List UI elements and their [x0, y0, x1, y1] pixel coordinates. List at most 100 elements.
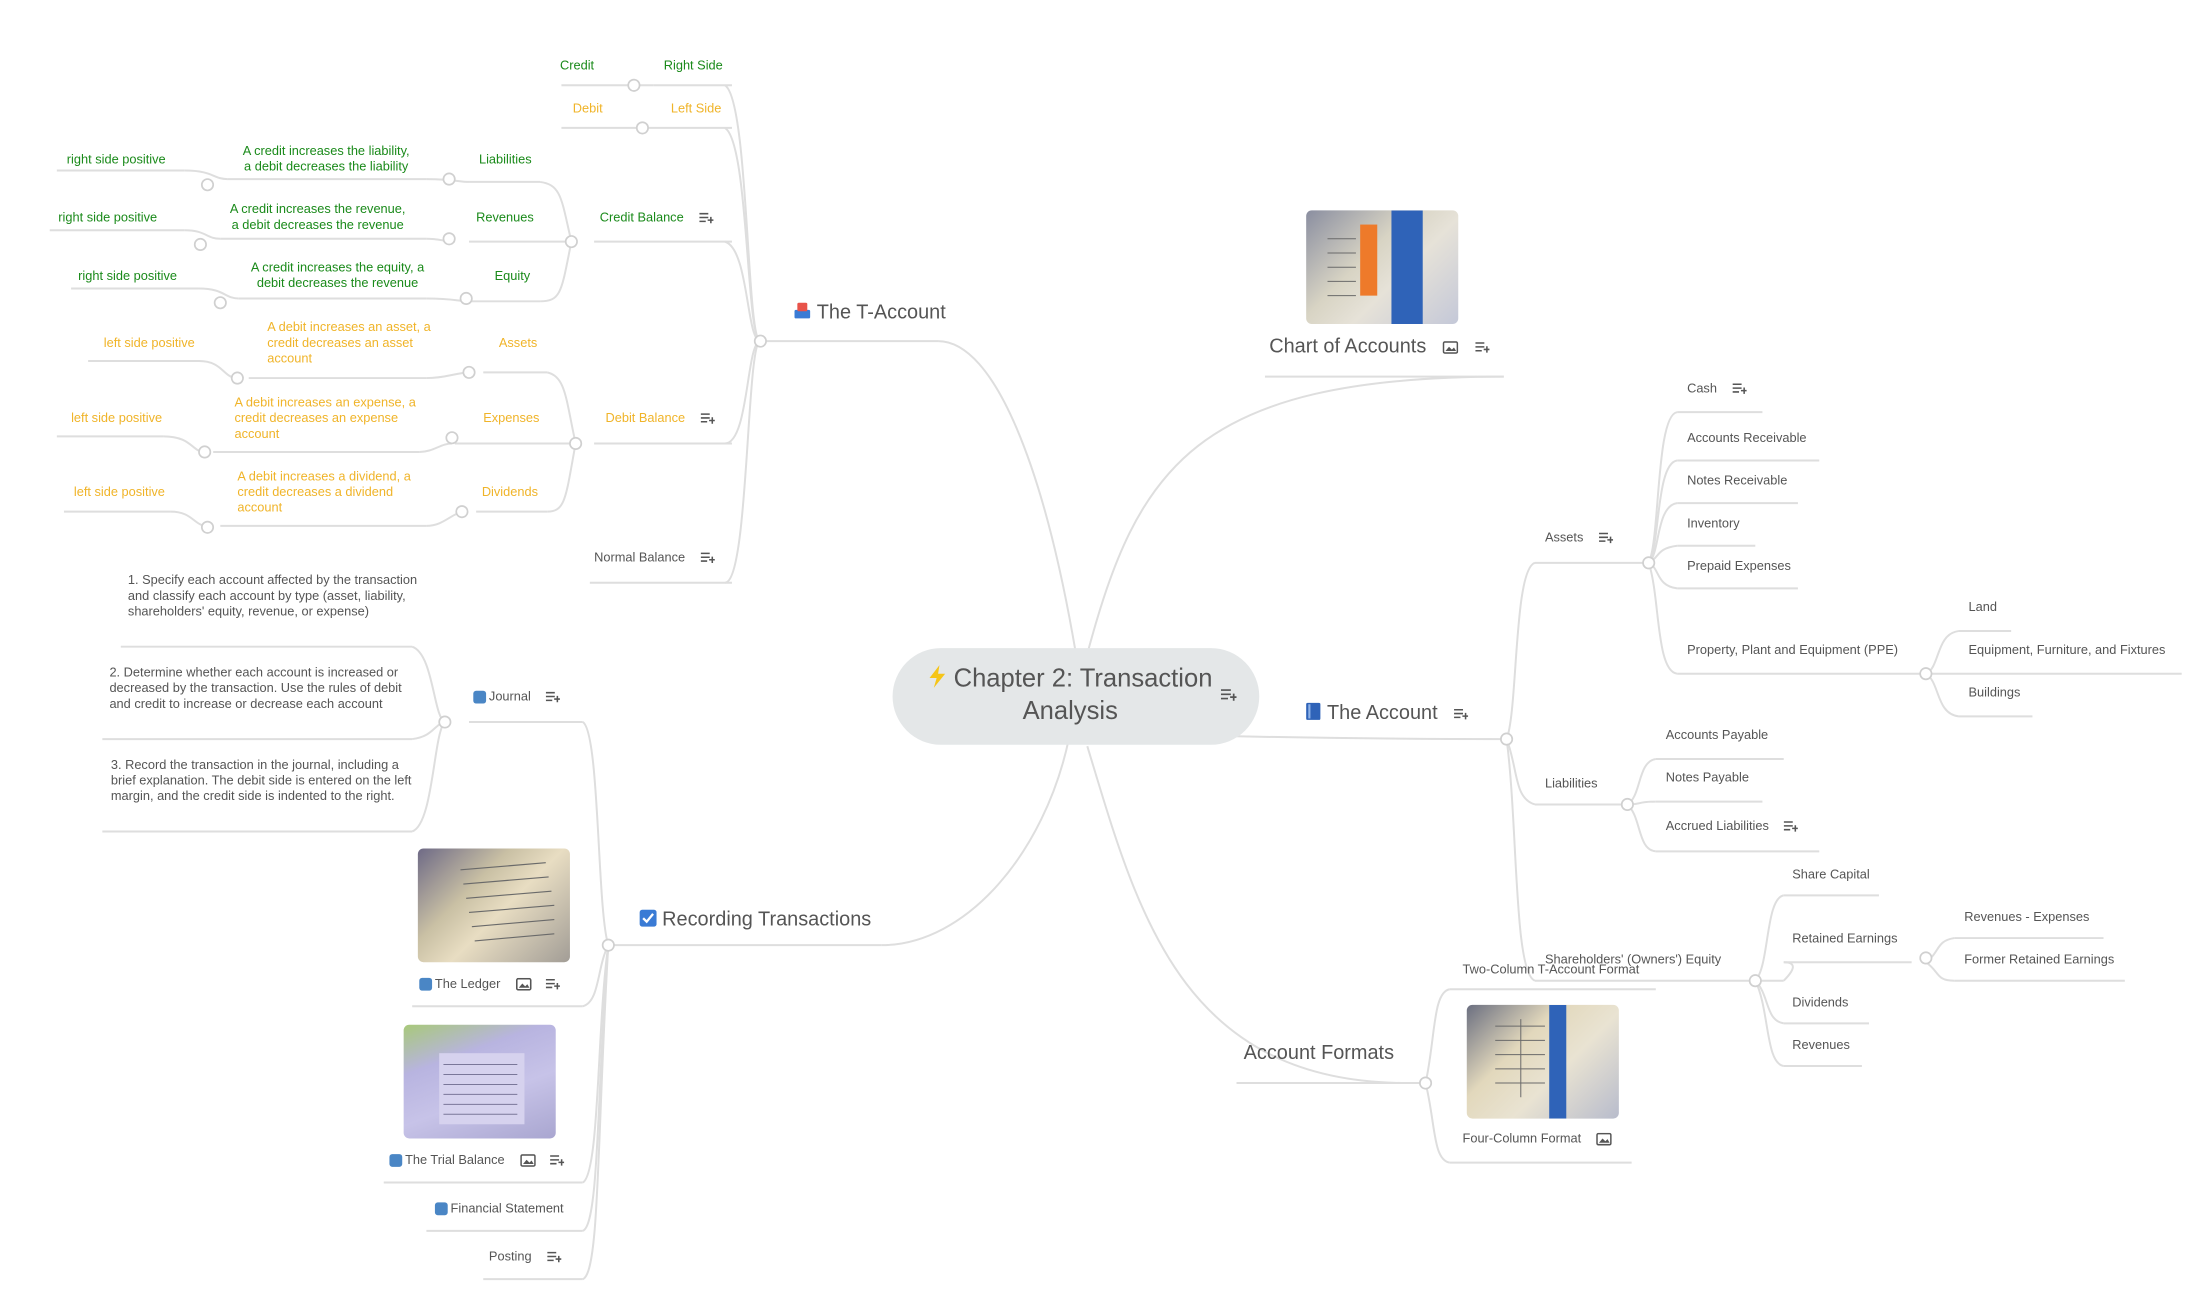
share-capital-topic[interactable]: Share Capital — [1792, 866, 1870, 882]
accrued-liabilities-topic[interactable]: Accrued Liabilities — [1666, 819, 1798, 835]
liabilities-rule[interactable]: A credit increases the liability, a debi… — [230, 144, 422, 175]
chart-of-accounts-photo — [1327, 210, 1423, 325]
rule-line: debit decreases the revenue — [256, 275, 419, 290]
rule-line: a debit decreases the revenue — [231, 217, 404, 232]
equity-topic[interactable]: Equity — [494, 268, 531, 283]
cash-topic[interactable]: Cash — [1687, 381, 1747, 397]
notes-payable-topic[interactable]: Notes Payable — [1665, 770, 1749, 785]
expenses-side[interactable]: left side positive — [71, 410, 163, 425]
note-icon[interactable] — [545, 978, 561, 991]
retained-earnings-topic[interactable]: Retained Earnings — [1792, 930, 1898, 946]
ppe-topic[interactable]: Property, Plant and Equipment (PPE) — [1687, 642, 1899, 657]
revenues-minus-expenses-topic[interactable]: Revenues - Expenses — [1964, 909, 2090, 924]
topic-recording-transactions[interactable]: Recording Transactions — [639, 908, 871, 928]
topic-the-account[interactable]: The Account — [1305, 702, 1469, 722]
image-icon[interactable] — [1596, 1133, 1612, 1146]
journal-step-3[interactable]: 3. Record the transaction in the journal… — [110, 757, 412, 804]
dividends-rule[interactable]: A debit increases a dividend, a credit d… — [237, 469, 436, 516]
revenues-topic[interactable]: Revenues — [476, 210, 534, 225]
rule-line: A debit increases a dividend, a — [237, 469, 411, 484]
note-icon[interactable] — [1783, 820, 1798, 833]
topic-account-formats[interactable]: Account Formats — [1243, 1040, 1395, 1064]
note-icon[interactable] — [1731, 383, 1747, 396]
liabilities-account-topic[interactable]: Liabilities — [1544, 776, 1598, 791]
lightning-icon — [929, 665, 946, 688]
inventory-topic[interactable]: Inventory — [1687, 515, 1740, 531]
debit-balance-topic[interactable]: Debit Balance — [605, 411, 715, 427]
rule-line: a debit decreases the liability — [244, 159, 409, 174]
debit-label[interactable]: Debit — [572, 100, 603, 116]
note-icon[interactable] — [1598, 532, 1613, 545]
note-icon[interactable] — [1220, 688, 1237, 702]
trial-balance-topic[interactable]: The Trial Balance — [389, 1153, 565, 1169]
financial-statement-label: Financial Statement — [450, 1200, 564, 1216]
accounts-payable-topic[interactable]: Accounts Payable — [1665, 727, 1769, 742]
ledger-image[interactable] — [417, 848, 570, 963]
revenues-side[interactable]: right side positive — [58, 210, 158, 225]
note-icon[interactable] — [698, 212, 713, 225]
chart-of-accounts-image[interactable] — [1306, 210, 1459, 325]
dividends-debit-topic[interactable]: Dividends — [481, 484, 539, 499]
liabilities-topic[interactable]: Liabilities — [478, 152, 532, 167]
checkbox-icon — [639, 909, 657, 927]
note-icon[interactable] — [1454, 708, 1469, 721]
journal-topic[interactable]: Journal — [473, 689, 560, 705]
debit-left-side[interactable]: Left Side — [670, 100, 722, 116]
former-retained-earnings-topic[interactable]: Former Retained Earnings — [1964, 952, 2115, 967]
equity-rule[interactable]: A credit increases the equity, a debit d… — [242, 260, 434, 291]
topic-t-account[interactable]: The T-Account — [793, 301, 946, 321]
four-column-format-image[interactable] — [1466, 1004, 1619, 1119]
expenses-rule[interactable]: A debit increases an expense, a credit d… — [235, 395, 434, 442]
four-column-format-topic[interactable]: Four-Column Format — [1463, 1131, 1612, 1147]
note-icon[interactable] — [546, 1251, 561, 1264]
assets-topic[interactable]: Assets — [1545, 530, 1613, 546]
rule-line: account — [267, 351, 313, 366]
two-column-format-topic[interactable]: Two-Column T-Account Format — [1462, 962, 1640, 977]
assets-side[interactable]: left side positive — [103, 335, 195, 350]
accounts-receivable-topic[interactable]: Accounts Receivable — [1687, 430, 1807, 445]
credit-balance-topic[interactable]: Credit Balance — [600, 210, 713, 226]
ledger-topic[interactable]: The Ledger — [419, 976, 561, 992]
liabilities-side[interactable]: right side positive — [66, 152, 166, 167]
equipment-topic[interactable]: Equipment, Furniture, and Fixtures — [1968, 642, 2166, 657]
rule-line: A debit increases an expense, a — [234, 395, 416, 410]
image-icon[interactable] — [515, 978, 531, 991]
assets-rule[interactable]: A debit increases an asset, a credit dec… — [267, 320, 452, 367]
rule-line: A credit increases the equity, a — [250, 260, 425, 275]
note-icon[interactable] — [1475, 341, 1490, 354]
assets-debit-topic[interactable]: Assets — [498, 335, 538, 350]
land-topic[interactable]: Land — [1968, 599, 1997, 615]
note-icon[interactable] — [545, 691, 560, 704]
posting-topic[interactable]: Posting — [489, 1249, 561, 1265]
revenues-equity-topic[interactable]: Revenues — [1792, 1037, 1850, 1052]
image-icon[interactable] — [519, 1154, 536, 1167]
credit-label[interactable]: Credit — [559, 58, 595, 73]
root-topic[interactable] — [892, 648, 1260, 745]
credit-right-side[interactable]: Right Side — [663, 58, 723, 73]
note-icon[interactable] — [700, 412, 715, 425]
rule-line: credit decreases a dividend — [237, 484, 394, 499]
prepaid-expenses-topic[interactable]: Prepaid Expenses — [1687, 558, 1791, 573]
note-icon[interactable] — [700, 552, 715, 565]
root-title: Chapter 2: Transaction Analysis — [953, 663, 1213, 725]
dividends-equity-topic[interactable]: Dividends — [1792, 994, 1849, 1010]
t-account-icon — [794, 302, 811, 319]
chart-of-accounts-topic[interactable]: Chart of Accounts — [1269, 335, 1490, 355]
buildings-topic[interactable]: Buildings — [1968, 685, 2021, 700]
revenues-rule[interactable]: A credit increases the revenue, a debit … — [222, 202, 414, 233]
equity-side[interactable]: right side positive — [78, 268, 178, 283]
number-one-icon — [473, 690, 487, 704]
t-account-label: The T-Account — [816, 299, 946, 323]
journal-step-1[interactable]: 1. Specify each account affected by the … — [127, 572, 418, 619]
journal-step-2[interactable]: 2. Determine whether each account is inc… — [109, 665, 402, 711]
image-icon[interactable] — [1443, 340, 1459, 354]
trial-balance-image[interactable] — [403, 1024, 556, 1139]
expenses-debit-topic[interactable]: Expenses — [483, 410, 540, 425]
notes-receivable-topic[interactable]: Notes Receivable — [1687, 473, 1788, 488]
financial-statement-topic[interactable]: Financial Statement — [434, 1200, 564, 1217]
note-icon[interactable] — [550, 1154, 565, 1167]
equity-account-topic[interactable]: Shareholders' (Owners') Equity — [1544, 952, 1722, 967]
dividends-side[interactable]: left side positive — [73, 484, 165, 499]
normal-balance-topic[interactable]: Normal Balance — [594, 550, 715, 566]
root-topic-text: Chapter 2: Transaction Analysis — [910, 662, 1231, 727]
